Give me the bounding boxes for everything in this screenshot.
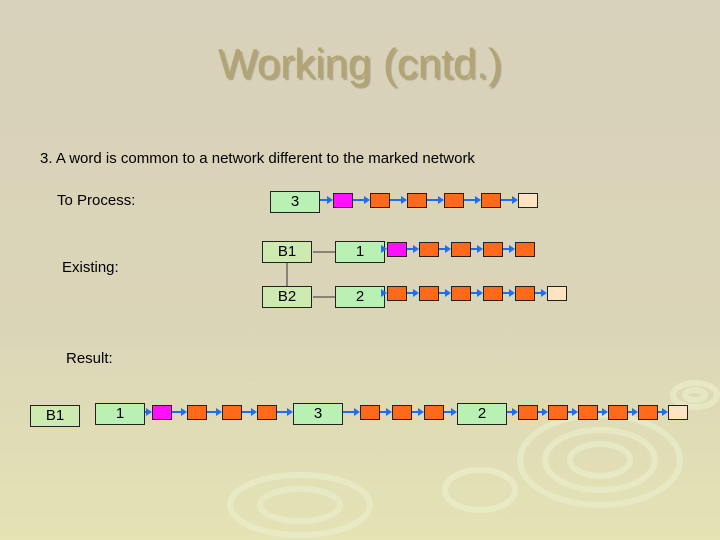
arrow-head — [542, 408, 548, 416]
result-node-3: 3 — [293, 403, 343, 425]
chain-node-pink — [333, 193, 353, 208]
chain-node-orange — [424, 405, 444, 420]
arrow-head — [251, 408, 257, 416]
arrow-head — [386, 408, 392, 416]
chain-node-orange — [608, 405, 628, 420]
to-process-node: 3 — [270, 191, 320, 213]
arrow-head — [413, 245, 419, 253]
chain-node-orange — [515, 286, 535, 301]
chain-node-pink — [387, 242, 407, 257]
chain-node-cream — [547, 286, 567, 301]
existing-label-b1: B1 — [262, 241, 312, 263]
chain-node-pink — [152, 405, 172, 420]
result-label-b1: B1 — [30, 405, 80, 427]
arrow-head — [381, 289, 387, 297]
arrow-head — [327, 196, 333, 204]
slide-title: Working (cntd.) — [218, 40, 502, 87]
arrow-head — [418, 408, 424, 416]
chain-node-orange — [187, 405, 207, 420]
chain-node-orange — [407, 193, 427, 208]
arrow-head — [602, 408, 608, 416]
existing-node-2: 2 — [335, 286, 385, 308]
arrow-head — [401, 196, 407, 204]
chain-node-orange — [638, 405, 658, 420]
arrow-head — [287, 408, 293, 416]
existing-node-1: 1 — [335, 241, 385, 263]
chain-node-orange — [419, 242, 439, 257]
chain-node-orange — [387, 286, 407, 301]
result-label: Result: — [66, 350, 113, 367]
chain-node-orange — [222, 405, 242, 420]
arrow-head — [572, 408, 578, 416]
existing-label-b2: B2 — [262, 286, 312, 308]
arrow-head — [475, 196, 481, 204]
arrow-head — [445, 289, 451, 297]
arrow-head — [662, 408, 668, 416]
chain-node-orange — [483, 242, 503, 257]
chain-node-orange — [451, 242, 471, 257]
chain-node-orange — [451, 286, 471, 301]
chain-node-cream — [668, 405, 688, 420]
arrow-head — [216, 408, 222, 416]
chain-node-orange — [444, 193, 464, 208]
chain-node-orange — [515, 242, 535, 257]
chain-node-orange — [578, 405, 598, 420]
arrow-head — [509, 289, 515, 297]
arrow-head — [445, 245, 451, 253]
chain-node-orange — [370, 193, 390, 208]
result-node-2: 2 — [457, 403, 507, 425]
point-text: 3. A word is common to a network differe… — [40, 150, 475, 167]
result-node-1: 1 — [95, 403, 145, 425]
chain-node-orange — [392, 405, 412, 420]
arrow-head — [632, 408, 638, 416]
arrow-head — [512, 196, 518, 204]
existing-label: Existing: — [62, 259, 119, 276]
chain-node-orange — [548, 405, 568, 420]
arrow-head — [541, 289, 547, 297]
chain-node-orange — [481, 193, 501, 208]
chain-node-orange — [419, 286, 439, 301]
arrow-head — [354, 408, 360, 416]
to-process-label: To Process: — [57, 192, 136, 209]
arrow-head — [146, 408, 152, 416]
arrow-head — [451, 408, 457, 416]
chain-node-orange — [483, 286, 503, 301]
arrow-head — [364, 196, 370, 204]
arrow-head — [413, 289, 419, 297]
arrow-head — [438, 196, 444, 204]
arrow-head — [381, 245, 387, 253]
chain-node-orange — [360, 405, 380, 420]
chain-node-orange — [257, 405, 277, 420]
arrow-head — [477, 289, 483, 297]
chain-node-orange — [518, 405, 538, 420]
chain-node-cream — [518, 193, 538, 208]
arrow-head — [477, 245, 483, 253]
arrow-head — [181, 408, 187, 416]
arrow-head — [509, 245, 515, 253]
arrow-head — [512, 408, 518, 416]
